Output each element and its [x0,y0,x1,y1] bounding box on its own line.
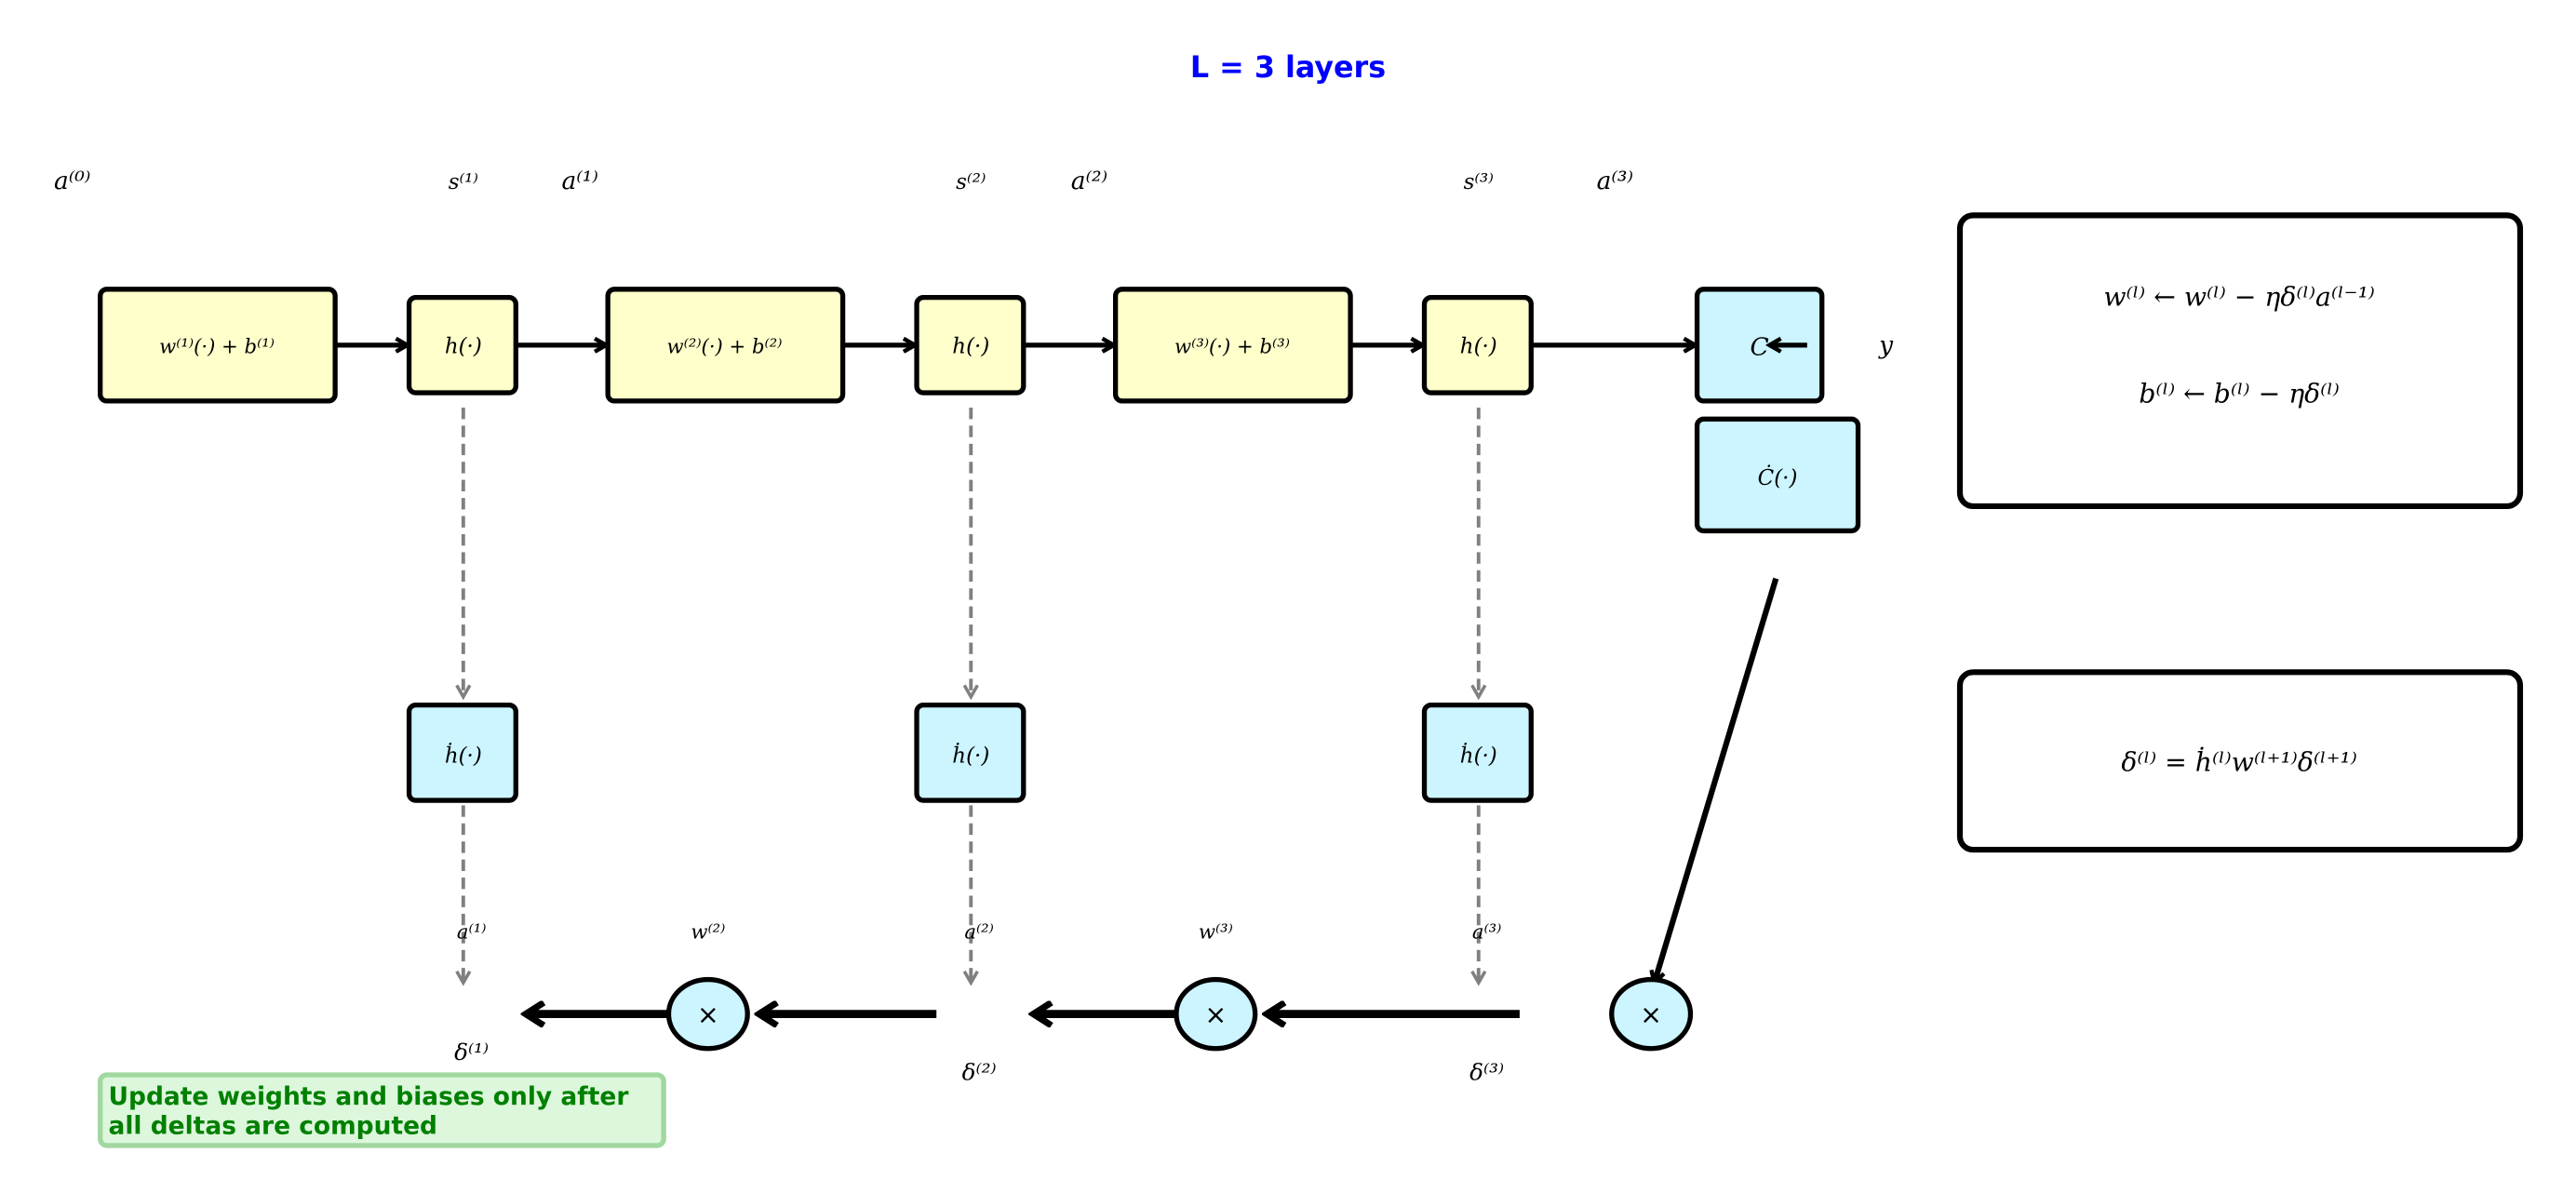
backward-w-label-3: w⁽³⁾ [1199,919,1233,943]
cost-label: C [1751,332,1769,361]
activation-label-3: h(·) [1460,335,1497,359]
cost-derivative-label: Ċ(·) [1758,465,1798,490]
linear-label-1: w⁽¹⁾(·) + b⁽¹⁾ [159,335,275,358]
backward-a-label-1: a⁽¹⁾ [457,919,487,943]
activation-derivative-label-2: ḣ(·) [952,743,989,768]
update-rules-box [1956,212,2524,510]
multiply-symbol-3: × [1640,999,1662,1030]
bias-update-rule: b⁽ˡ⁾ ← b⁽ˡ⁾ − ηδ⁽ˡ⁾ [2139,379,2340,409]
label-s3: s⁽³⁾ [1464,170,1494,194]
linear-label-2: w⁽²⁾(·) + b⁽²⁾ [667,335,783,358]
label-a0: a⁽⁰⁾ [54,167,90,195]
label-a1: a⁽¹⁾ [561,167,597,195]
delta-label-2: δ⁽²⁾ [962,1058,997,1085]
label-a2: a⁽²⁾ [1071,167,1107,195]
activation-label-2: h(·) [952,335,989,359]
activation-derivative-label-3: ḣ(·) [1460,743,1497,768]
delta-label-3: δ⁽³⁾ [1469,1058,1504,1085]
note-box [98,1072,666,1148]
cost-derivative-box [1694,416,1861,534]
label-a3: a⁽³⁾ [1597,167,1633,195]
label-s2: s⁽²⁾ [956,170,986,194]
dashed-arrows [463,407,1479,983]
delta-label-1: δ⁽¹⁾ [454,1039,489,1066]
activation-label-1: h(·) [445,335,482,359]
note-line-1: Update weights and biases only after [109,1082,629,1111]
linear-label-3: w⁽³⁾(·) + b⁽³⁾ [1174,335,1290,358]
activation-derivative-label-1: ḣ(·) [445,743,482,768]
label-s1: s⁽¹⁾ [449,170,478,194]
activation-derivative-box-2 [914,702,1026,803]
backward-a-label-3: a⁽³⁾ [1472,919,1502,943]
note-text: Update weights and biases only after all… [109,1082,637,1141]
multiply-node-3 [1609,976,1694,1052]
multiply-node-2 [1174,976,1258,1052]
cost-to-multiply-arrow [1655,577,1779,983]
backward-a-label-2: a⁽²⁾ [964,919,994,943]
delta-rule: δ⁽ˡ⁾ = ḣ⁽ˡ⁾w⁽ˡ⁺¹⁾δ⁽ˡ⁺¹⁾ [2121,746,2356,777]
backward-w-label-2: w⁽²⁾ [691,919,725,943]
delta-rule-box [1956,669,2524,853]
activation-derivative-box-3 [1421,702,1534,803]
multiply-node-1 [665,976,750,1052]
target-label: y [1878,331,1894,360]
multiply-symbol-2: × [1204,999,1227,1030]
note-line-2: all deltas are computed [109,1112,437,1141]
diagram-title: L = 3 layers [1190,51,1386,85]
multiply-symbol-1: × [697,999,719,1030]
weight-update-rule: w⁽ˡ⁾ ← w⁽ˡ⁾ − ηδ⁽ˡ⁾a⁽ˡ⁻¹⁾ [2103,281,2375,312]
activation-derivative-box-1 [406,702,518,803]
